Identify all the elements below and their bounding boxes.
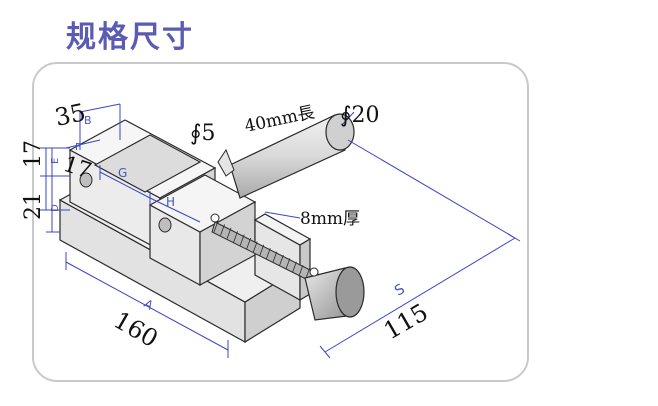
- tag-f: F: [75, 142, 81, 153]
- screw-thread: [246, 237, 252, 250]
- screw-thread: [213, 220, 219, 233]
- tag-e: E: [50, 158, 61, 164]
- screw-thread: [233, 231, 238, 243]
- tag-d: D: [50, 204, 61, 212]
- screw-thread: [252, 241, 258, 253]
- tag-h: H: [166, 195, 175, 209]
- dim-phi20-label: ∮20: [340, 103, 379, 128]
- screw-thread: [285, 258, 291, 270]
- dim-21-label: 21: [21, 192, 46, 220]
- dim-35-label: 35: [52, 98, 88, 132]
- knob: [304, 266, 365, 321]
- dimension-lines: [40, 103, 521, 359]
- screw-thread: [220, 224, 225, 236]
- screw-thread: [272, 251, 278, 263]
- tag-g: G: [118, 166, 127, 180]
- dim-17-side-label: 17: [21, 140, 46, 168]
- page-title: 规格尺寸: [66, 20, 194, 55]
- screw-thread: [239, 234, 245, 246]
- screw-thread: [259, 244, 265, 256]
- rear-shaft: [217, 113, 355, 199]
- note-8mm-label: 8mm厚: [300, 209, 360, 229]
- screw-thread: [265, 248, 271, 260]
- dim-phi5-label: ∮5: [190, 121, 215, 146]
- screw-thread: [298, 265, 304, 277]
- screw-thread: [278, 254, 284, 267]
- screw-thread: [226, 227, 232, 239]
- tag-b: B: [84, 114, 92, 127]
- screw-thread: [292, 261, 297, 273]
